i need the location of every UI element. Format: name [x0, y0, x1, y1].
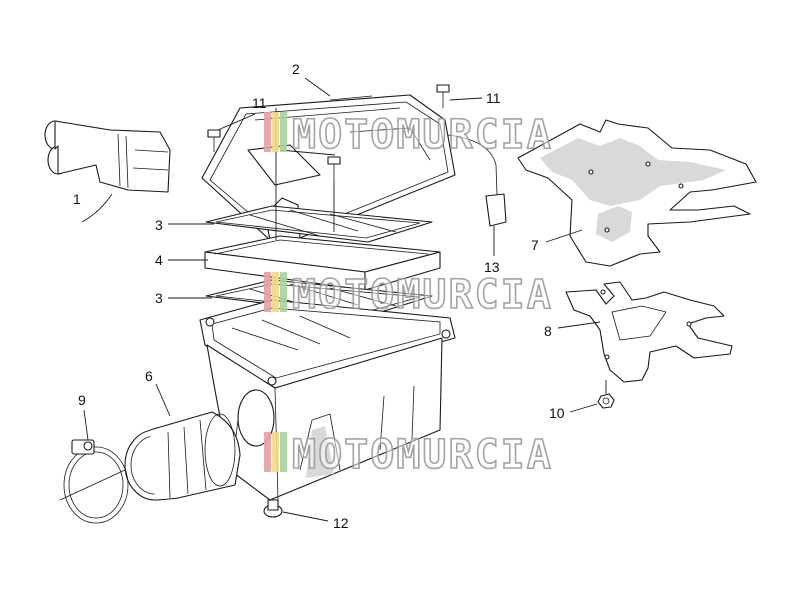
- part-4-filter-element: [204, 235, 441, 291]
- callout-4: 4: [155, 252, 163, 268]
- callout-8: 8: [544, 323, 552, 339]
- watermark-stripe-icon: [280, 432, 287, 472]
- watermark-text: MOTOMURCIA: [292, 112, 553, 158]
- callout-11-right: 11: [486, 90, 501, 106]
- part-11-screw-right: [436, 84, 450, 108]
- callout-6: 6: [145, 368, 153, 384]
- watermark-text: MOTOMURCIA: [292, 272, 553, 318]
- callout-2: 2: [292, 61, 300, 77]
- part-8-gasket-plate: [565, 281, 733, 383]
- callout-labels: 1 2 3 4 3 6 7 8 9 10 11 11 12 13: [73, 61, 565, 531]
- callout-3-upper: 3: [155, 217, 163, 233]
- part-10-nut: [597, 393, 615, 409]
- part-13-sensor: [447, 134, 507, 256]
- watermark-stripe-icon: [264, 112, 271, 152]
- watermark-stripe-icon: [280, 112, 287, 152]
- callout-13: 13: [484, 259, 500, 275]
- watermark-stripe-icon: [280, 272, 287, 312]
- part-7-heat-shield: [517, 119, 757, 267]
- watermark-stripe-icon: [272, 272, 279, 312]
- watermark-stripe-icon: [264, 272, 271, 312]
- callout-11-left: 11: [252, 95, 267, 111]
- part-11-screw-left: [207, 129, 221, 152]
- part-9-hose-clamp: [63, 439, 129, 524]
- part-11-screw-center: [327, 156, 341, 180]
- watermark-stripe-icon: [272, 432, 279, 472]
- part-6-intake-boot: [124, 411, 241, 501]
- watermark-middle: MOTOMURCIA: [264, 271, 553, 319]
- callout-7: 7: [531, 237, 539, 253]
- callout-3-lower: 3: [155, 290, 163, 306]
- callout-1: 1: [73, 191, 81, 207]
- watermark-bottom: MOTOMURCIA: [264, 431, 553, 479]
- watermark-stripe-icon: [264, 432, 271, 472]
- part-12-drain-plug: [263, 499, 283, 518]
- callout-12: 12: [333, 515, 349, 531]
- watermark-text: MOTOMURCIA: [292, 432, 553, 478]
- part-3-gasket-upper: [205, 205, 433, 243]
- callout-10: 10: [549, 405, 565, 421]
- part-1-intake-duct: [44, 120, 171, 193]
- watermark-top: MOTOMURCIA: [264, 111, 553, 159]
- watermark-stripe-icon: [272, 112, 279, 152]
- callout-9: 9: [78, 392, 86, 408]
